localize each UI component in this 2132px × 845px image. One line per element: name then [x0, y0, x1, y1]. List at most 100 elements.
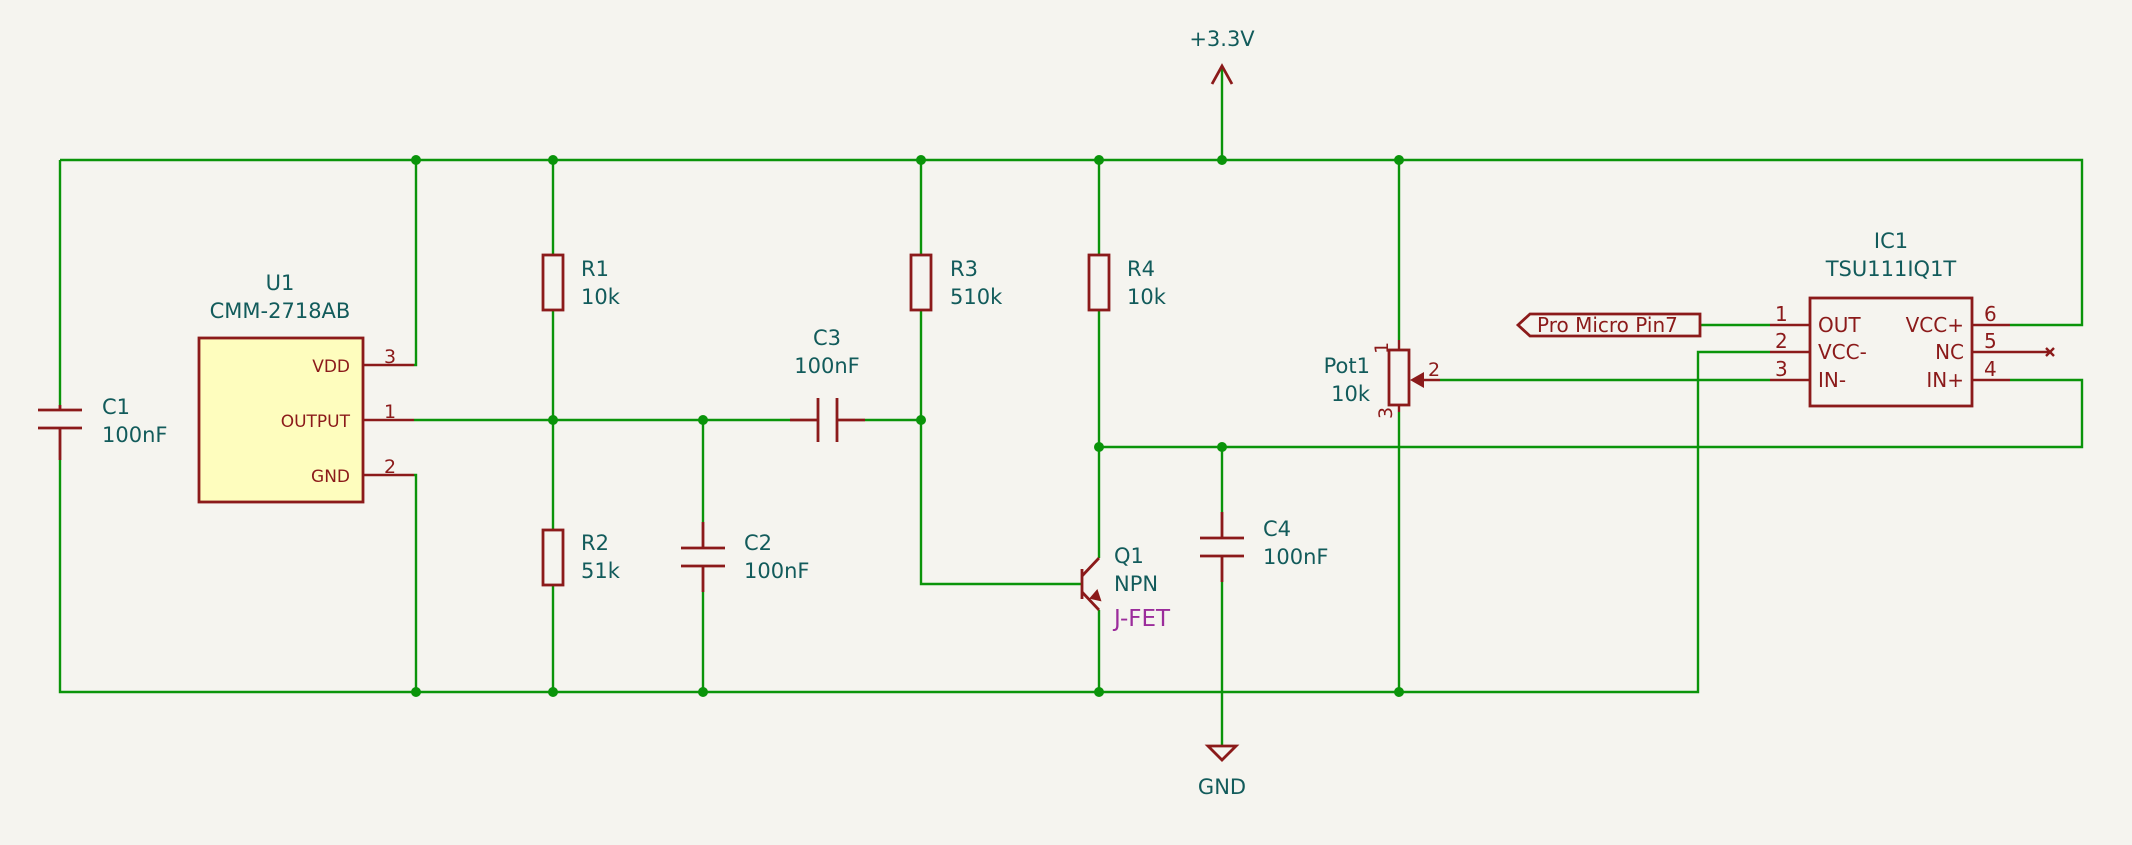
resistor-r3[interactable]: R3 510k: [909, 253, 1003, 312]
u1-pin-num: 3: [384, 346, 396, 368]
u1-pin-num: 2: [384, 456, 396, 478]
gnd-triangle-icon: [1204, 744, 1240, 762]
q1-value: NPN: [1114, 572, 1158, 596]
junction: [1217, 442, 1227, 452]
ic1-pin-name: OUT: [1818, 313, 1861, 337]
resistor-r4[interactable]: R4 10k: [1087, 253, 1167, 312]
r3-ref: R3: [950, 257, 978, 281]
resistor-r1[interactable]: R1 10k: [541, 253, 621, 312]
r4-ref: R4: [1127, 257, 1155, 281]
junctions: [411, 155, 1404, 697]
ic1-pin-name: VCC-: [1818, 340, 1867, 364]
r1-ref: R1: [581, 257, 609, 281]
pot1-value: 10k: [1331, 382, 1371, 406]
c2-value: 100nF: [744, 559, 809, 583]
pot1-wiper-arrow-icon: [1410, 372, 1424, 388]
r3-value: 510k: [950, 285, 1003, 309]
u1-ref: U1: [266, 271, 295, 295]
junction: [916, 155, 926, 165]
junction: [548, 687, 558, 697]
capacitor-c4[interactable]: C4 100nF: [1200, 512, 1328, 582]
r1-value: 10k: [581, 285, 621, 309]
capacitor-c2[interactable]: C2 100nF: [681, 522, 809, 592]
opamp-ic1[interactable]: 1 2 3 6 5 4 OUT VCC- IN- VCC+ NC IN+ IC1…: [1770, 229, 2055, 408]
net-label-pro-micro-pin7[interactable]: Pro Micro Pin7: [1515, 312, 1702, 338]
ic1-pin-num: 3: [1775, 357, 1788, 381]
pot1-pin-num: 1: [1371, 342, 1393, 354]
junction: [916, 415, 926, 425]
q1-emitter-arrow-icon: [1089, 589, 1102, 602]
resistor-r2[interactable]: R2 51k: [541, 528, 621, 587]
ic1-pin-num: 5: [1984, 329, 1997, 353]
wires: [58, 66, 2084, 746]
wire-in-plus: [1099, 378, 2084, 449]
junction: [1394, 155, 1404, 165]
c4-value: 100nF: [1263, 545, 1328, 569]
capacitor-c1[interactable]: C1 100nF: [38, 395, 167, 460]
ic1-ref: IC1: [1874, 229, 1908, 253]
wire-u1-gnd: [414, 473, 418, 692]
c1-value: 100nF: [102, 423, 167, 447]
r1-body: [541, 253, 565, 312]
pot1-ref: Pot1: [1324, 354, 1370, 378]
c1-ref: C1: [102, 395, 130, 419]
q1-note: J-FET: [1112, 606, 1171, 632]
q1-emitter: [1080, 591, 1101, 611]
u1-pin-num: 1: [384, 401, 396, 423]
mic-u1[interactable]: VDD OUTPUT GND 3 1 2 U1 CMM-2718AB: [197, 271, 414, 504]
ic1-pin-num: 2: [1775, 329, 1788, 353]
junction: [548, 155, 558, 165]
r2-value: 51k: [581, 559, 621, 583]
r2-body: [541, 528, 565, 587]
c2-ref: C2: [744, 531, 772, 555]
u1-pin-name: OUTPUT: [281, 412, 351, 432]
junction: [1094, 155, 1104, 165]
ic1-pin-num: 1: [1775, 302, 1788, 326]
vcc-arrow-icon: [1210, 63, 1234, 85]
net-label-shape: [1515, 312, 1702, 338]
junction: [1394, 687, 1404, 697]
net-label-text: Pro Micro Pin7: [1537, 313, 1678, 337]
r4-value: 10k: [1127, 285, 1167, 309]
c3-ref: C3: [813, 326, 841, 350]
ic1-pin-name: IN-: [1818, 368, 1846, 392]
r4-body: [1087, 253, 1111, 312]
junction: [411, 155, 421, 165]
junction: [1094, 687, 1104, 697]
gnd-label: GND: [1198, 775, 1246, 799]
ic1-pin-num: 6: [1984, 302, 1997, 326]
transistor-q1[interactable]: Q1 NPN J-FET: [1080, 544, 1171, 632]
junction: [548, 415, 558, 425]
ic1-pin-name: VCC+: [1906, 313, 1964, 337]
ic1-pin-name: IN+: [1926, 368, 1964, 392]
r2-ref: R2: [581, 531, 609, 555]
wire-u1-vdd: [414, 160, 418, 367]
potentiometer-pot1[interactable]: 1 2 3 Pot1 10k: [1324, 340, 1440, 419]
u1-value: CMM-2718AB: [210, 299, 351, 323]
gnd-power-symbol[interactable]: GND: [1198, 744, 1246, 799]
vcc-label: +3.3V: [1189, 27, 1255, 51]
junction: [1094, 442, 1104, 452]
junction: [698, 687, 708, 697]
ic1-pin-name: NC: [1935, 340, 1964, 364]
c3-value: 100nF: [794, 354, 859, 378]
no-connect-icon: [2045, 347, 2055, 357]
r3-body: [909, 253, 933, 312]
ic1-value: TSU111IQ1T: [1825, 257, 1957, 281]
pot1-pin-num: 3: [1375, 407, 1397, 419]
c4-ref: C4: [1263, 517, 1291, 541]
capacitor-c3[interactable]: C3 100nF: [790, 326, 865, 442]
wire-vcc-rail: [60, 158, 2084, 327]
wire-r3-base: [919, 310, 1082, 586]
u1-pin-name: VDD: [312, 357, 350, 377]
u1-pin-name: GND: [311, 467, 350, 487]
junction: [698, 415, 708, 425]
junction: [1217, 155, 1227, 165]
wire-gnd-rail: [58, 350, 1770, 694]
q1-ref: Q1: [1114, 544, 1144, 568]
pot1-pin-num: 2: [1428, 359, 1440, 381]
junction: [411, 687, 421, 697]
vcc-power-symbol[interactable]: +3.3V: [1189, 27, 1255, 85]
q1-collector: [1080, 557, 1101, 577]
